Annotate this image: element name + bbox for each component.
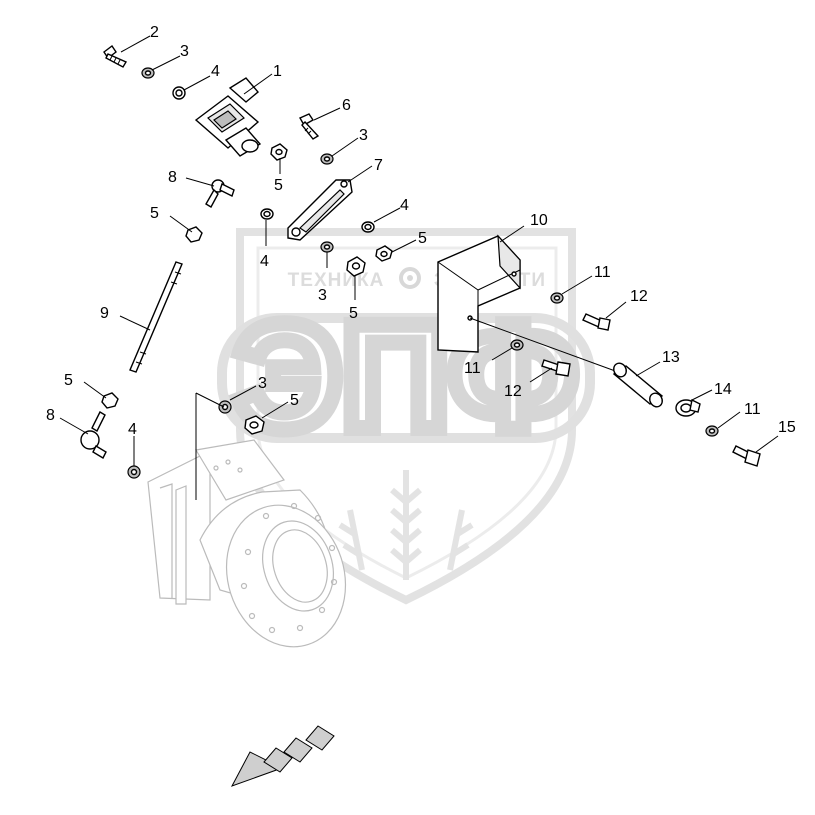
watermark-gear-icon [399, 267, 421, 289]
washer-4-right [361, 221, 375, 233]
callout-5: 5 [418, 230, 427, 247]
direction-arrow-icon [230, 725, 335, 787]
washer-3-top [141, 67, 155, 79]
bolt-2 [103, 44, 128, 68]
watermark-left-word: ТЕХНИКА [288, 270, 385, 291]
washer-11-top [550, 292, 564, 304]
callout-11: 11 [744, 401, 761, 418]
bolt-12-lower [541, 359, 571, 377]
watermark-wheat-icon [338, 470, 474, 580]
nut-5-lower [346, 256, 366, 277]
callout-13: 13 [662, 349, 680, 366]
callout-14: 14 [714, 381, 732, 398]
washer-3-housing [218, 400, 232, 414]
nut-5-right [375, 245, 393, 262]
callout-11: 11 [594, 264, 611, 281]
callout-4: 4 [128, 421, 137, 438]
callout-6: 6 [342, 97, 351, 114]
clamp-14 [675, 398, 701, 417]
callout-8: 8 [168, 169, 177, 186]
callout-15: 15 [778, 419, 796, 436]
bolt-6 [299, 113, 320, 140]
callout-3: 3 [318, 287, 327, 304]
callout-5: 5 [349, 305, 358, 322]
nut-5-top [270, 143, 288, 161]
rod-9 [129, 261, 183, 373]
washer-11-bottom [705, 425, 719, 437]
washer-4-middle [260, 208, 274, 220]
washer-4-top [172, 86, 186, 100]
nut-5-housing [244, 415, 265, 435]
callout-1: 1 [273, 63, 282, 80]
callout-5: 5 [274, 177, 283, 194]
callout-5: 5 [64, 372, 73, 389]
bolt-12-top [582, 313, 611, 331]
axis-line-cover-to-sleeve [469, 317, 619, 373]
washer-3-lower [320, 241, 334, 253]
cover-10 [437, 234, 521, 353]
callout-3: 3 [258, 375, 267, 392]
callout-12: 12 [504, 383, 522, 400]
axle-housing [147, 439, 347, 648]
bracket-7 [287, 179, 353, 241]
washer-4-bottom [127, 465, 141, 479]
callout-8: 8 [46, 407, 55, 424]
callout-2: 2 [150, 24, 159, 41]
callout-4: 4 [400, 197, 409, 214]
ball-joint-8-bottom [80, 411, 107, 459]
callout-10: 10 [530, 212, 548, 229]
callout-12: 12 [630, 288, 648, 305]
callout-9: 9 [100, 305, 109, 322]
washer-3-upper [320, 153, 334, 165]
callout-5: 5 [150, 205, 159, 222]
bolt-15 [732, 445, 761, 467]
sensor-1 [194, 77, 262, 157]
washer-11-middle [510, 339, 524, 351]
callout-7: 7 [374, 157, 383, 174]
nut-5-rod-bottom [101, 392, 119, 409]
callout-4: 4 [260, 253, 269, 270]
sleeve-13 [612, 362, 664, 408]
callout-labels: 2 3 4 1 5 6 3 7 8 5 4 4 5 3 5 10 11 12 9… [46, 24, 796, 438]
callout-3: 3 [359, 127, 368, 144]
leader-lines [59, 35, 779, 466]
callout-4: 4 [211, 63, 220, 80]
callout-3: 3 [180, 43, 189, 60]
watermark-big-letters: ЭПФ [235, 292, 578, 460]
callout-11: 11 [464, 360, 481, 377]
ball-joint-8-top [205, 179, 235, 208]
mount-reference-line [195, 392, 225, 500]
callout-5: 5 [290, 392, 299, 409]
watermark-logo: ЭПФ ТЕХНИКА ЗАПЧАСТИ [217, 228, 595, 605]
